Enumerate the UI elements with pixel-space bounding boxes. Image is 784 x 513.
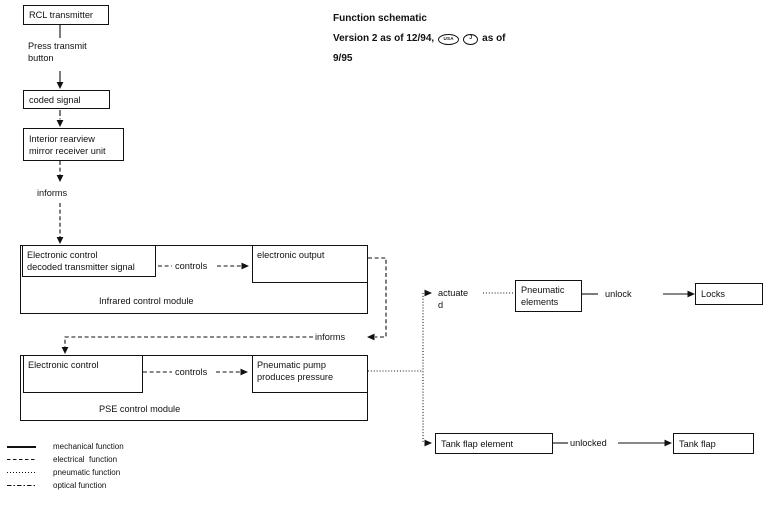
dashed-line-icon: [7, 458, 36, 461]
wire-coded-to-mirror-optical: [56, 110, 64, 127]
line-style-legend: mechanical function electrical function …: [7, 440, 124, 492]
edge-label-unlocked: unlocked: [570, 438, 607, 448]
dashdot-line-icon: [7, 484, 36, 487]
node-pneumatic-pump: Pneumatic pump produces pressure: [252, 355, 368, 393]
edge-label-controls-1: controls: [175, 261, 208, 271]
arrowhead-right-icon: [424, 439, 432, 447]
version-line: Version 2 as of 12/94, USA J as of: [333, 29, 506, 49]
edge-label-press-transmit: Press transmit button: [28, 41, 87, 63]
node-electronic-output: electronic output: [252, 245, 368, 283]
arrowhead-down-icon: [56, 120, 64, 127]
wire-press-to-coded-arrow: [56, 71, 64, 89]
node-coded-signal: coded signal: [23, 90, 110, 109]
edge-label-informs-1: informs: [37, 188, 68, 198]
arrowhead-right-icon: [664, 439, 672, 447]
node-pse-electronic-control: Electronic control: [23, 355, 143, 393]
module-label: Infrared control module: [99, 296, 194, 306]
edge-label-informs-2: informs: [315, 332, 346, 342]
arrowhead-right-icon: [424, 289, 432, 297]
edge-label-actuated: actuate d: [438, 288, 469, 310]
header: Function schematic Version 2 as of 12/94…: [333, 9, 506, 69]
wire-output-to-informs2: [367, 257, 387, 341]
arrowhead-right-icon: [241, 262, 249, 270]
arrowhead-down-icon: [56, 82, 64, 89]
version-suffix: as of: [482, 33, 506, 44]
edge-label-controls-2: controls: [175, 367, 208, 377]
wire-tankflap-element-to-tankflap: [553, 439, 672, 447]
node-tank-flap-element: Tank flap element: [435, 433, 553, 454]
legend-item-electrical: electrical function: [7, 453, 124, 466]
arrowhead-right-icon: [687, 290, 695, 298]
arrowhead-right-icon: [240, 368, 248, 376]
wire-ir-controls-arrow: [158, 262, 249, 270]
module-label: PSE control module: [99, 404, 181, 414]
node-rcl-transmitter: RCL transmitter: [23, 5, 109, 25]
dotted-line-icon: [7, 471, 36, 474]
node-tank-flap: Tank flap: [673, 433, 754, 454]
edge-label-unlock: unlock: [605, 289, 632, 299]
arrowhead-left-icon: [367, 333, 375, 341]
arrowhead-down-icon: [61, 347, 69, 354]
legend-item-mechanical: mechanical function: [7, 440, 124, 453]
node-mirror-receiver: Interior rearview mirror receiver unit: [23, 128, 124, 161]
wire-mirror-to-informs: [56, 161, 64, 244]
usa-market-icon: USA: [438, 33, 460, 45]
node-pneumatic-elements: Pneumatic elements: [515, 280, 582, 312]
wire-pse-controls-arrow: [143, 368, 248, 376]
version-continued: 9/95: [333, 53, 353, 64]
schematic-title: Function schematic: [333, 13, 427, 24]
wire-informs2-to-pse: [61, 336, 313, 354]
solid-line-icon: [7, 445, 36, 448]
wire-pump-pneumatic-trunk: [368, 289, 514, 447]
legend-item-pneumatic: pneumatic function: [7, 466, 124, 479]
wire-pneumatic-elements-to-unlock: [582, 290, 695, 298]
node-locks: Locks: [695, 283, 763, 305]
japan-market-icon: J: [463, 33, 479, 45]
node-ir-electronic-control: Electronic control decoded transmitter s…: [22, 245, 156, 277]
version-prefix: Version 2 as of 12/94,: [333, 33, 435, 44]
legend-item-optical: optical function: [7, 479, 124, 492]
